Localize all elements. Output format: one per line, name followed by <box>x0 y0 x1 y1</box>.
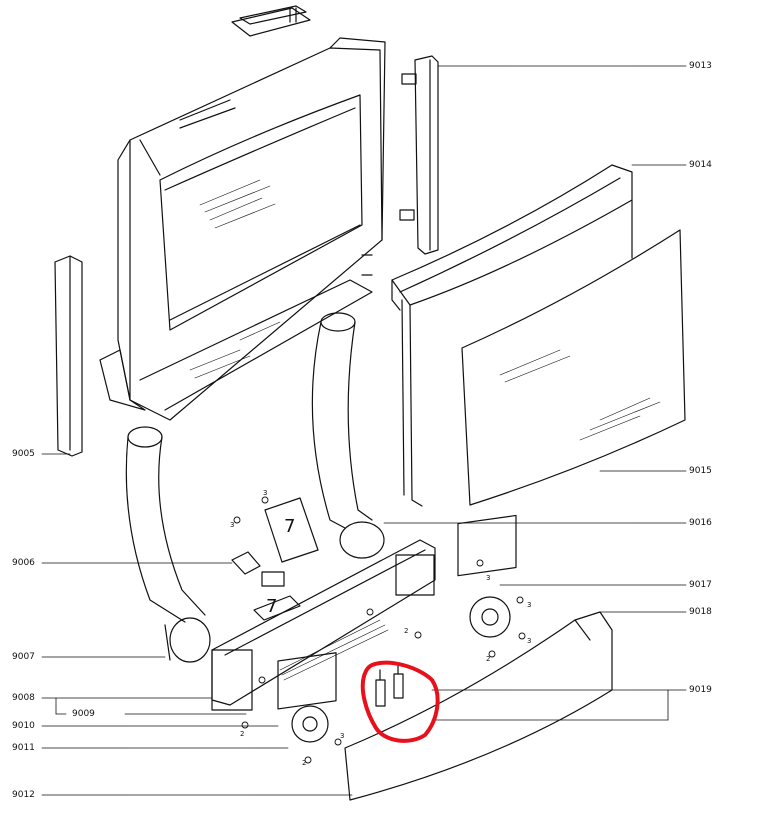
speaker-left-9010 <box>277 652 337 743</box>
front-frame-9014 <box>391 164 633 507</box>
screw-tag: 2 <box>404 627 409 635</box>
callout-9012: 9012 <box>12 790 35 800</box>
base-plinth-9012 <box>344 611 613 801</box>
speaker-baffle-bar <box>211 539 436 711</box>
glass-panel-9015 <box>461 229 686 506</box>
clip-9006 <box>231 551 261 575</box>
leader-lines <box>41 65 687 796</box>
callout-9016: 9016 <box>689 518 712 528</box>
plug-connector-9019 <box>375 665 404 707</box>
callout-9006: 9006 <box>12 558 35 568</box>
small-board <box>253 595 301 621</box>
speaker-right-9018 <box>457 514 517 638</box>
screw-tag: 2 <box>240 730 245 738</box>
callout-9005: 9005 <box>12 449 35 459</box>
board-mark: 7 <box>266 596 278 617</box>
screw-tag: 3 <box>527 637 532 645</box>
callout-9013: 9013 <box>689 61 712 71</box>
red-highlight-circle <box>360 660 440 743</box>
callout-9008: 9008 <box>12 693 35 703</box>
callout-9019: 9019 <box>689 685 712 695</box>
screw-tag: 3 <box>230 521 235 529</box>
screw-tag: 3 <box>263 489 268 497</box>
small-module <box>261 571 285 587</box>
callout-9017: 9017 <box>689 580 712 590</box>
crt-cabinet-assembly <box>99 37 386 421</box>
board-mark: 7 <box>284 516 296 537</box>
callout-9011: 9011 <box>12 743 35 753</box>
callout-9009: 9009 <box>72 709 95 719</box>
screw-tag: 3 <box>486 574 491 582</box>
callout-9018: 9018 <box>689 607 712 617</box>
port-tube-left <box>125 426 211 663</box>
callout-9007: 9007 <box>12 652 35 662</box>
screw-group <box>233 496 526 764</box>
screw-tag: 3 <box>340 732 345 740</box>
screw-tag: 2 <box>302 759 307 767</box>
circuit-board <box>264 497 319 563</box>
screw-tag: 2 <box>486 655 491 663</box>
top-connector-part <box>231 5 311 37</box>
side-bracket-9013 <box>399 55 439 255</box>
callout-9010: 9010 <box>12 721 35 731</box>
screw-tag: 3 <box>527 601 532 609</box>
callout-9015: 9015 <box>689 466 712 476</box>
callout-9014: 9014 <box>689 160 712 170</box>
port-tube-right <box>311 312 385 559</box>
side-strip-9005 <box>54 255 83 457</box>
